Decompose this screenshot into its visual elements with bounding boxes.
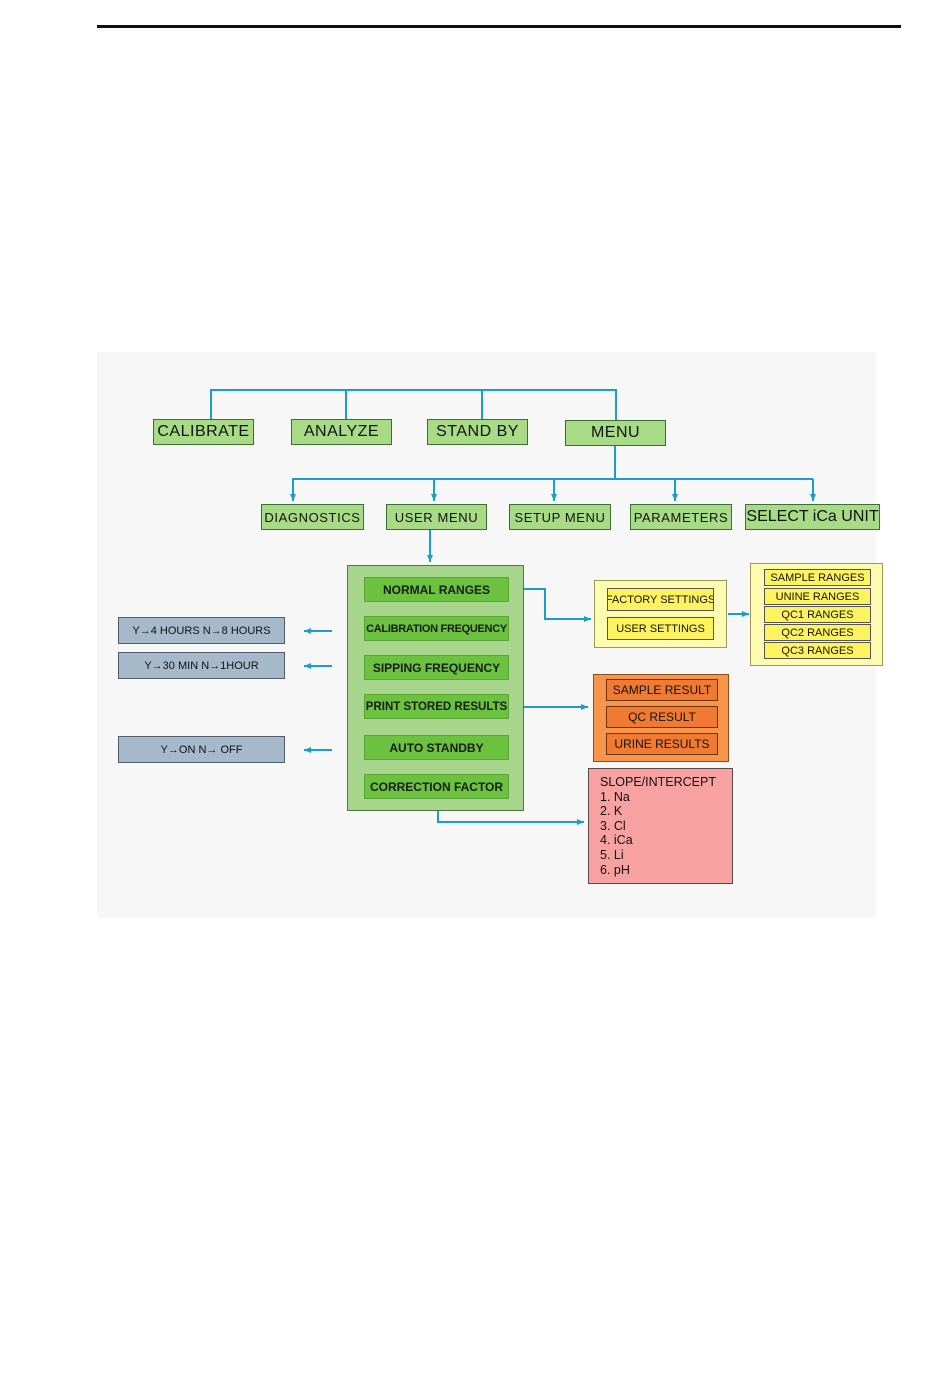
print-stored-results-box: PRINT STORED RESULTS — [364, 694, 509, 719]
stand-by-box: STAND BY — [427, 419, 528, 445]
auto-standby-option: Y→ON N→ OFF — [118, 736, 285, 763]
urine-results-box: URINE RESULTS — [606, 733, 718, 755]
parameters-box: PARAMETERS — [630, 504, 732, 530]
qc3-ranges-box: QC3 RANGES — [764, 642, 871, 659]
normal-ranges-box: NORMAL RANGES — [364, 577, 509, 602]
calibrate-box: CALIBRATE — [153, 419, 254, 445]
select-ica-unit-box: SELECT iCa UNIT — [745, 504, 880, 530]
calibration-frequency-box: CALIBRATION FREQUENCY — [364, 616, 509, 641]
slope-intercept-box: SLOPE/INTERCEPT 1. Na 2. K 3. Cl 4. iCa … — [588, 768, 733, 884]
calibration-frequency-option: Y→4 HOURS N→8 HOURS — [118, 617, 285, 644]
auto-standby-box: AUTO STANDBY — [364, 735, 509, 760]
user-settings-box: USER SETTINGS — [607, 617, 714, 640]
sample-ranges-box: SAMPLE RANGES — [764, 569, 871, 586]
factory-settings-box: FACTORY SETTINGS — [607, 588, 714, 611]
user-menu-panel — [347, 565, 524, 811]
correction-factor-box: CORRECTION FACTOR — [364, 774, 509, 799]
diagnostics-box: DIAGNOSTICS — [261, 504, 364, 530]
correction-item-k: 2. K — [600, 804, 623, 819]
sipping-frequency-option: Y→30 MIN N→1HOUR — [118, 652, 285, 679]
correction-item-li: 5. Li — [600, 847, 624, 862]
user-menu-box: USER MENU — [386, 504, 487, 530]
correction-item-cl: 3. Cl — [600, 818, 626, 833]
header-rule — [97, 25, 901, 28]
menu-box: MENU — [565, 420, 666, 446]
analyze-box: ANALYZE — [291, 419, 392, 445]
slope-intercept-title: SLOPE/INTERCEPT — [600, 775, 716, 789]
qc-result-box: QC RESULT — [606, 706, 718, 728]
qc1-ranges-box: QC1 RANGES — [764, 606, 871, 623]
correction-item-ica: 4. iCa — [600, 833, 633, 848]
correction-item-na: 1. Na — [600, 789, 630, 804]
qc2-ranges-box: QC2 RANGES — [764, 624, 871, 641]
setup-menu-box: SETUP MENU — [509, 504, 611, 530]
sipping-frequency-box: SIPPING FREQUENCY — [364, 655, 509, 680]
unine-ranges-box: UNINE RANGES — [764, 588, 871, 605]
correction-item-ph: 6. pH — [600, 862, 630, 877]
sample-result-box: SAMPLE RESULT — [606, 679, 718, 701]
